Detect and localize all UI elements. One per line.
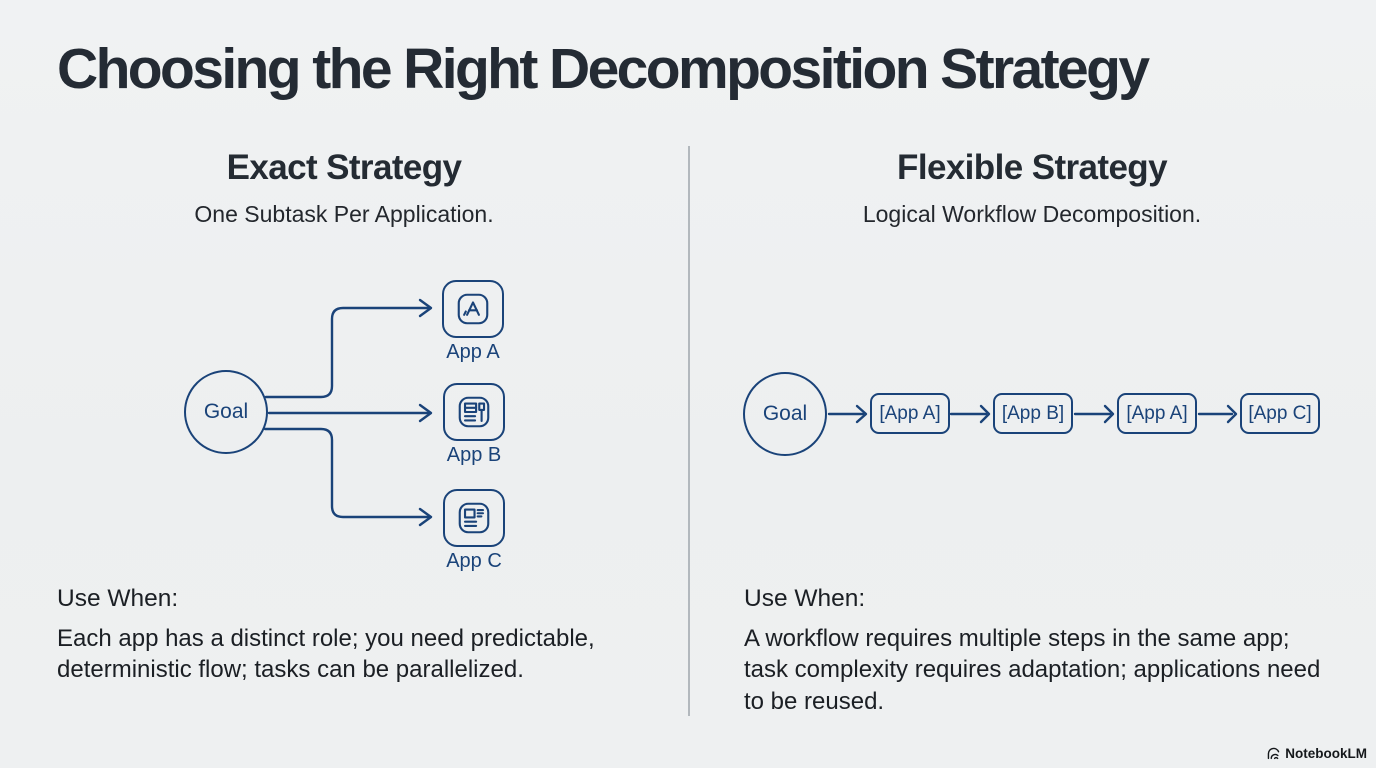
goal-node-flexible: Goal bbox=[743, 372, 827, 456]
flow-step-app-a2: [App A] bbox=[1117, 393, 1197, 434]
goal-label: Goal bbox=[203, 400, 249, 423]
window-grid-icon bbox=[458, 396, 490, 428]
exact-strategy-heading: Exact Strategy bbox=[226, 148, 462, 187]
app-c-node bbox=[443, 489, 505, 547]
exact-strategy-header: Exact Strategy One Subtask Per Applicati… bbox=[0, 148, 688, 228]
flow-step-app-a: [App A] bbox=[870, 393, 950, 434]
app-store-a-icon bbox=[457, 293, 489, 325]
use-when-label: Use When: bbox=[57, 585, 179, 612]
column-divider bbox=[688, 146, 690, 716]
app-a-label: App A bbox=[446, 341, 500, 363]
news-list-icon bbox=[458, 502, 490, 534]
flexible-use-when: Use When: A workflow requires multiple s… bbox=[744, 585, 1329, 717]
app-b-label: App B bbox=[446, 444, 502, 466]
exact-use-when: Use When: Each app has a distinct role; … bbox=[57, 585, 607, 686]
goal-label: Goal bbox=[762, 402, 808, 425]
notebooklm-logo-icon bbox=[1267, 747, 1280, 760]
app-c-label: App C bbox=[446, 550, 502, 572]
app-b-node bbox=[443, 383, 505, 441]
goal-node-exact: Goal bbox=[184, 370, 268, 454]
use-when-text: A workflow requires multiple steps in th… bbox=[744, 625, 1321, 715]
app-a-node bbox=[442, 280, 504, 338]
flow-step-app-b: [App B] bbox=[993, 393, 1073, 434]
flexible-strategy-subheading: Logical Workflow Decomposition. bbox=[862, 201, 1202, 227]
watermark-label: NotebookLM bbox=[1285, 746, 1367, 761]
use-when-text: Each app has a distinct role; you need p… bbox=[57, 625, 595, 684]
notebooklm-watermark: NotebookLM bbox=[1266, 746, 1367, 761]
flow-step-app-c: [App C] bbox=[1240, 393, 1320, 434]
flexible-strategy-header: Flexible Strategy Logical Workflow Decom… bbox=[688, 148, 1376, 228]
page-title: Choosing the Right Decomposition Strateg… bbox=[57, 37, 1150, 101]
use-when-label: Use When: bbox=[744, 585, 866, 612]
flexible-strategy-heading: Flexible Strategy bbox=[897, 148, 1168, 187]
exact-strategy-subheading: One Subtask Per Application. bbox=[194, 201, 494, 227]
